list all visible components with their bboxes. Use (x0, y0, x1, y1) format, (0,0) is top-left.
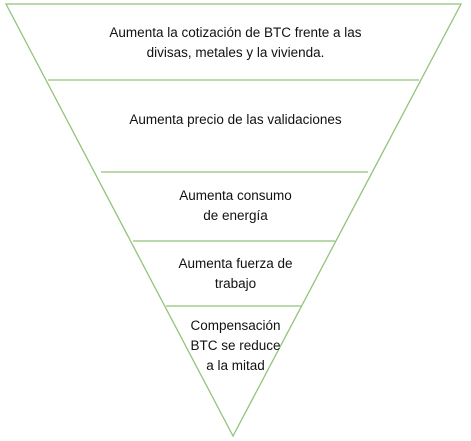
level-2-label: Aumenta precio de las validaciones (0, 110, 471, 130)
level-5-line-3: a la mitad (206, 358, 265, 373)
level-5-label: Compensación BTC se reduce a la mitad (0, 316, 471, 376)
level-4-line-1: Aumenta fuerza de (178, 256, 293, 271)
level-5-line-2: BTC se reduce (190, 338, 281, 353)
level-3-line-1: Aumenta consumo (179, 188, 292, 203)
level-1-line-1: Aumenta la cotización de BTC frente a la… (109, 25, 362, 40)
level-4-line-2: trabajo (214, 276, 257, 291)
level-4-label: Aumenta fuerza de trabajo (0, 254, 471, 294)
level-5-line-1: Compensación (190, 318, 281, 333)
level-1-label: Aumenta la cotización de BTC frente a la… (0, 23, 471, 63)
level-1-line-2: divisas, metales y la vivienda. (146, 45, 325, 60)
level-3-line-2: de energía (203, 208, 268, 223)
pyramid-outline (4, 3, 463, 438)
level-2-line-1: Aumenta precio de las validaciones (129, 112, 342, 127)
level-3-label: Aumenta consumo de energía (0, 186, 471, 226)
